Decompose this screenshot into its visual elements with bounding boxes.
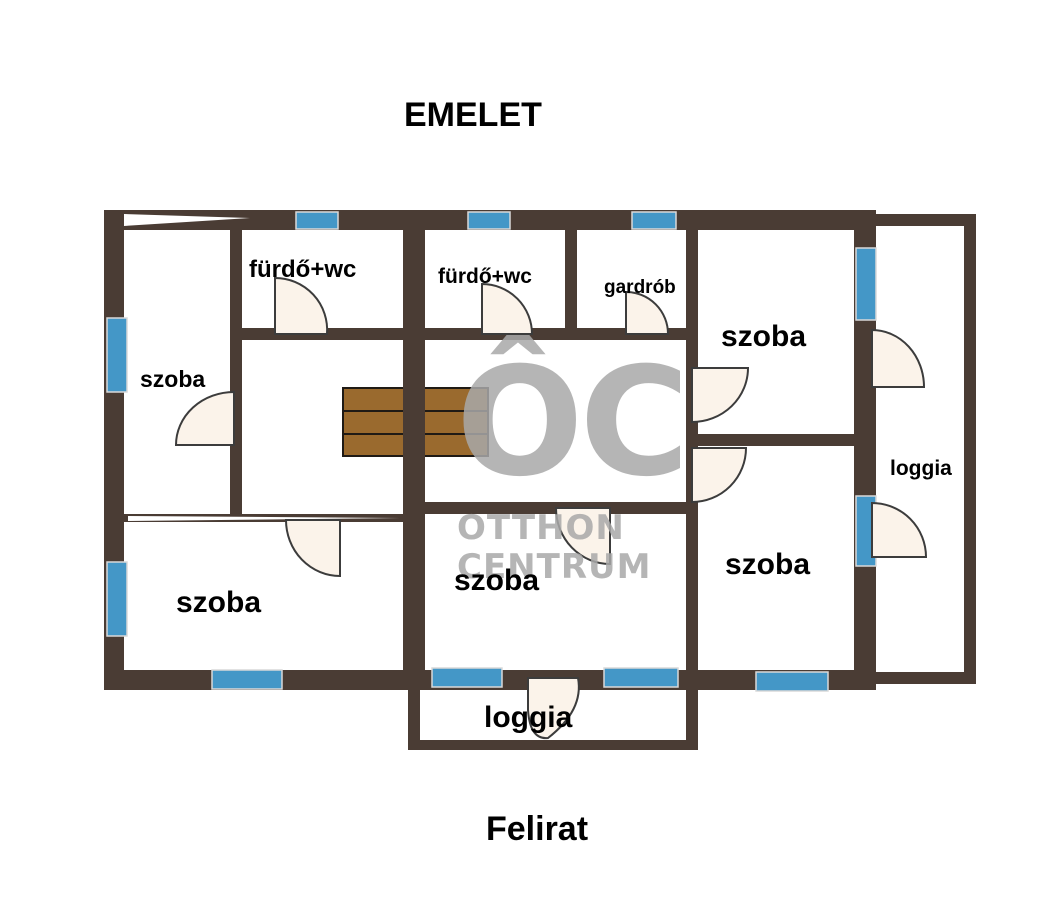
room-label-se: szoba: [725, 548, 811, 581]
watermark-line1: OTTHON: [457, 508, 625, 548]
room-label-loggia-south: loggia: [484, 701, 573, 734]
floor-caption: Felirat: [486, 810, 589, 848]
room-label-ne: szoba: [721, 320, 807, 353]
doors: [174, 276, 928, 740]
room-label-bath-2: fürdő+wc: [438, 265, 532, 288]
wall-wedges: [124, 214, 400, 521]
watermark-logo: ÔC: [456, 336, 690, 510]
room-label-bath-1: fürdő+wc: [249, 256, 357, 283]
room-label-wardrobe: gardrób: [604, 277, 676, 298]
watermark-line2: CENTRUM: [457, 547, 652, 587]
room-label-west: szoba: [140, 366, 206, 392]
room-label-loggia-east: loggia: [890, 457, 952, 480]
floor-title: EMELET: [404, 96, 542, 134]
room-label-south: szoba: [454, 564, 540, 597]
windows: [106, 211, 877, 692]
room-label-sw: szoba: [176, 586, 262, 619]
